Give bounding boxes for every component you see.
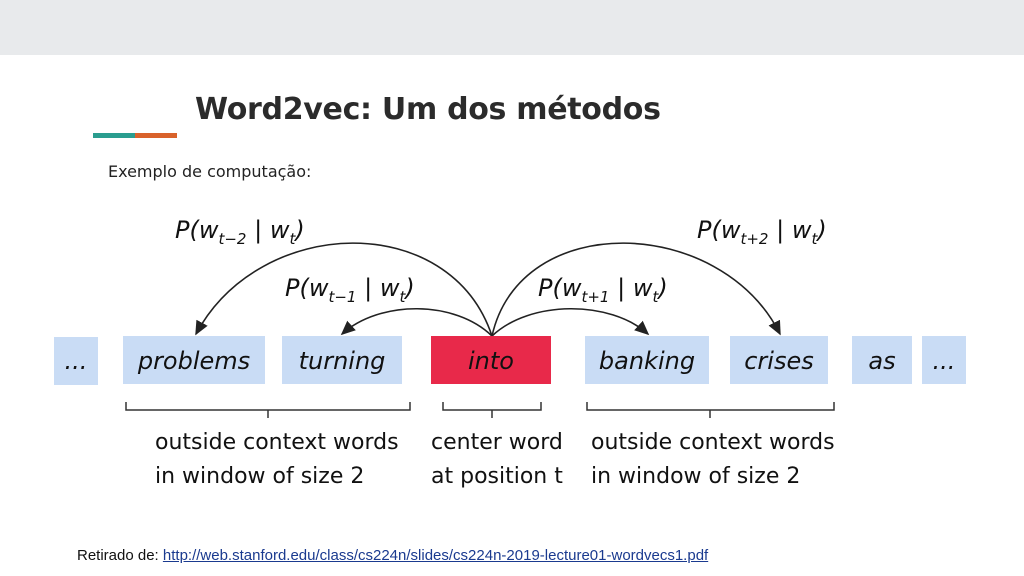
brackets — [125, 402, 835, 418]
caption-left-line1: outside context words — [155, 430, 399, 455]
prob-label-minus-1: P(wt−1 | wt) — [285, 274, 415, 306]
word-box-banking — [585, 336, 709, 384]
word-turning: turning — [299, 347, 386, 375]
bracket-center — [442, 402, 542, 418]
word-box-crises — [730, 336, 828, 384]
slide-subtitle: Exemplo de computação: — [108, 162, 312, 181]
slide-title: Word2vec: Um dos métodos — [195, 92, 661, 127]
context-arrows — [195, 242, 781, 337]
arrow-to-banking — [491, 307, 650, 337]
word-problems: problems — [137, 347, 250, 375]
arrow-to-turning — [340, 307, 493, 337]
title-accent-orange — [135, 133, 177, 138]
source-citation: Retirado de: http://web.stanford.edu/cla… — [77, 547, 708, 564]
source-prefix: Retirado de: — [77, 547, 159, 564]
word-ellipsis-right: ... — [933, 347, 956, 375]
prob-label-plus-2: P(wt+2 | wt) — [697, 216, 827, 248]
bracket-left — [125, 402, 411, 418]
word-sequence — [54, 336, 966, 385]
word-box-turning — [282, 336, 402, 384]
word-box-problems — [123, 336, 265, 384]
word-box-as — [852, 336, 912, 384]
caption-right-line1: outside context words — [591, 430, 835, 455]
arrow-to-crises — [491, 242, 781, 337]
word-ellipsis-left: ... — [65, 347, 88, 375]
source-link[interactable]: http://web.stanford.edu/class/cs224n/sli… — [162, 547, 709, 564]
arrow-to-problems — [195, 242, 493, 337]
caption-center-line2: at position t — [431, 464, 563, 489]
top-bar — [0, 0, 1024, 55]
word-crises: crises — [744, 347, 814, 375]
caption-right-line2: in window of size 2 — [591, 464, 800, 489]
caption-center-line1: center word — [431, 430, 563, 455]
word-box-ellipsis-left — [54, 337, 98, 385]
word-box-into — [431, 336, 551, 384]
prob-label-plus-1: P(wt+1 | wt) — [538, 274, 668, 306]
word-banking: banking — [599, 347, 695, 375]
word-as: as — [868, 347, 895, 375]
word-into: into — [468, 347, 514, 375]
title-accent-teal — [93, 133, 135, 138]
prob-label-minus-2: P(wt−2 | wt) — [175, 216, 305, 248]
word-box-ellipsis-right — [922, 336, 966, 384]
caption-left-line2: in window of size 2 — [155, 464, 364, 489]
bracket-right — [586, 402, 835, 418]
